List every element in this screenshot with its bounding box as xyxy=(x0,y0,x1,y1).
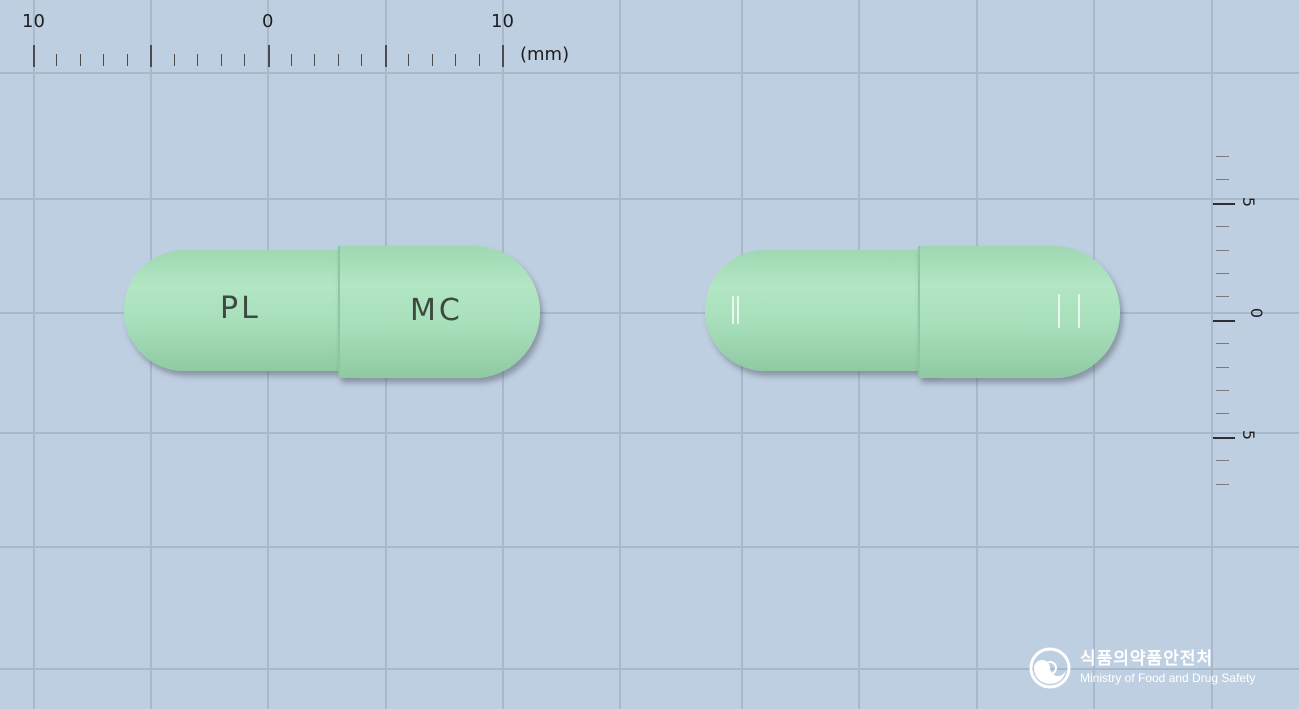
ruler-tick xyxy=(1216,249,1229,251)
ruler-tick xyxy=(103,54,105,66)
logo-korean-text: 식품의약품안전처 xyxy=(1080,649,1214,669)
ruler-tick xyxy=(1216,296,1229,298)
ruler-label: 5 xyxy=(1239,196,1259,208)
ruler-tick xyxy=(337,54,339,66)
capsule-cap xyxy=(918,246,1120,378)
ruler-label: 0 xyxy=(1247,307,1267,319)
ruler-tick xyxy=(1213,436,1235,439)
highlight xyxy=(1058,294,1060,328)
ruler-label: 10 xyxy=(491,11,514,32)
ruler-tick xyxy=(384,45,387,67)
ruler-tick xyxy=(1216,483,1229,485)
ruler-tick xyxy=(173,54,175,66)
ruler-tick xyxy=(197,54,199,66)
ruler-label: 10 xyxy=(22,11,45,32)
highlight xyxy=(732,296,734,324)
grid-line xyxy=(0,546,1299,548)
ruler-tick xyxy=(56,54,58,66)
ruler-tick xyxy=(1216,343,1229,345)
grid-line xyxy=(619,0,621,709)
ruler-label: 0 xyxy=(262,11,274,32)
grid-line xyxy=(1211,0,1213,709)
ruler-tick xyxy=(361,54,363,66)
ruler-tick xyxy=(1216,273,1229,274)
ruler-unit: (mm) xyxy=(520,44,570,65)
ruler-label: 5 xyxy=(1239,429,1259,441)
ruler-tick xyxy=(267,45,270,67)
ruler-tick xyxy=(33,45,35,67)
ruler-tick xyxy=(1213,202,1235,205)
ruler-tick xyxy=(1216,390,1229,391)
grid-line xyxy=(0,312,1299,314)
ruler-tick xyxy=(220,54,222,66)
ruler-tick xyxy=(455,54,457,66)
highlight xyxy=(737,296,739,324)
ruler-tick xyxy=(1216,366,1229,368)
grid-line xyxy=(0,668,1299,670)
ruler-tick xyxy=(478,54,480,66)
capsule-cap xyxy=(338,246,540,378)
ruler-tick xyxy=(314,54,316,66)
capsule-body xyxy=(124,250,354,371)
ruler-tick xyxy=(244,54,246,66)
capsule-body xyxy=(705,250,935,371)
logo-english-text: Ministry of Food and Drug Safety xyxy=(1080,671,1256,685)
ruler-tick xyxy=(1216,460,1229,462)
grid-line xyxy=(0,198,1299,200)
ruler-tick xyxy=(431,54,433,66)
ruler-tick xyxy=(79,54,81,66)
grid-line xyxy=(0,432,1299,434)
ruler-tick xyxy=(1216,179,1229,181)
imprint-left: PL xyxy=(220,291,261,326)
highlight xyxy=(1078,294,1080,328)
ruler-tick xyxy=(150,45,153,67)
imprint-right: MC xyxy=(410,293,463,328)
ruler-tick xyxy=(502,45,504,67)
ruler-tick xyxy=(126,54,128,66)
ruler-tick xyxy=(1216,156,1229,157)
ruler-tick xyxy=(290,54,292,66)
ruler-tick xyxy=(408,54,410,66)
grid-line xyxy=(33,0,35,709)
ruler-tick xyxy=(1213,319,1235,322)
ruler-tick xyxy=(1216,413,1229,415)
mfds-emblem-icon xyxy=(1029,647,1071,689)
ruler-tick xyxy=(1216,226,1229,228)
grid-line xyxy=(0,72,1299,74)
